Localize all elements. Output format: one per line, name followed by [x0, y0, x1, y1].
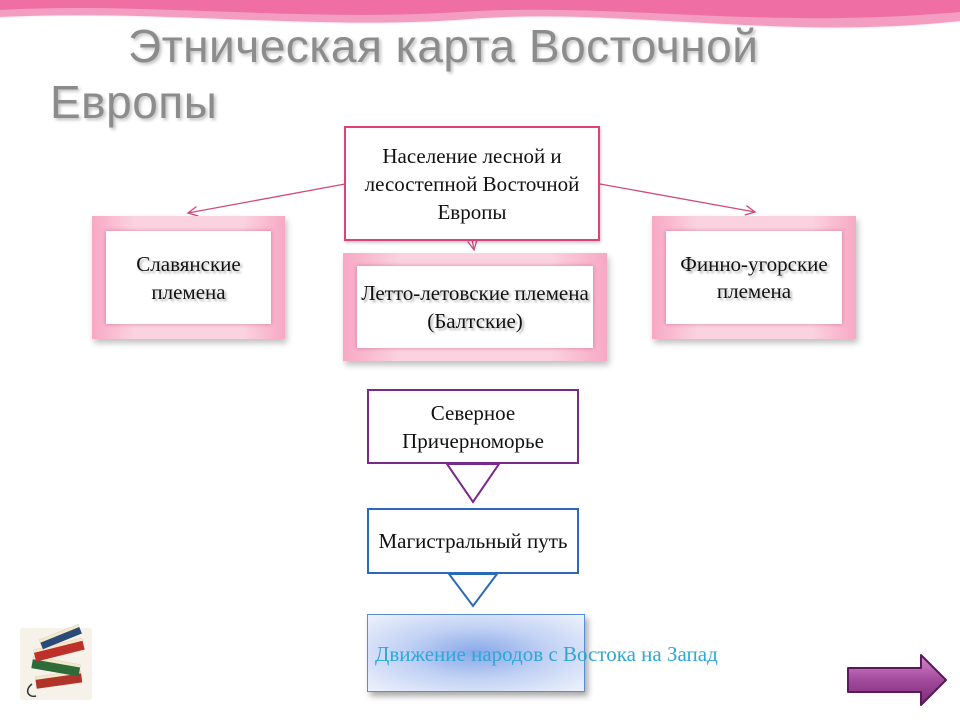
connector-to-finn	[599, 183, 755, 212]
decorative-wave	[0, 0, 960, 30]
northern-black-sea-box: Северное Причерноморье	[367, 389, 579, 464]
baltic-tribes-box: Летто-летовские племена (Балтские)	[343, 253, 607, 361]
next-arrow-icon[interactable]	[845, 653, 949, 707]
page-title: Этническая карта Восточной Европы	[50, 20, 759, 128]
finno-ugric-tribes-box: Финно-угорские племена	[652, 216, 856, 339]
flow-arrow-1	[445, 463, 501, 504]
trunk-route-box: Магистральный путь	[367, 508, 579, 574]
migration-box[interactable]	[367, 614, 585, 692]
connector-to-slav	[188, 183, 346, 213]
baltic-tribes-label: Летто-летовские племена (Балтские)	[357, 266, 593, 348]
books-icon	[20, 624, 92, 700]
migration-link[interactable]: Движение народов с Востока на Запад	[375, 642, 718, 666]
slavic-tribes-box: Славянские племена	[92, 216, 285, 339]
slavic-tribes-label: Славянские племена	[106, 231, 271, 324]
population-box: Население лесной и лесостепной Восточной…	[344, 126, 600, 241]
flow-arrow-2	[447, 573, 499, 608]
finno-ugric-tribes-label: Финно-угорские племена	[666, 231, 842, 324]
